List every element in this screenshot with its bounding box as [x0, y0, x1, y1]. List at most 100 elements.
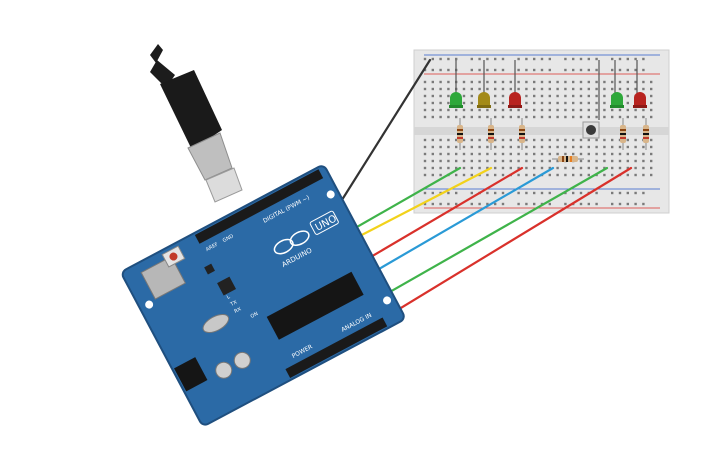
terminal-hole[interactable] — [533, 87, 536, 91]
terminal-hole[interactable] — [595, 159, 598, 163]
terminal-hole[interactable] — [462, 138, 466, 142]
terminal-hole[interactable] — [447, 145, 450, 149]
terminal-hole[interactable] — [439, 94, 442, 98]
terminal-hole[interactable] — [494, 87, 497, 91]
terminal-hole[interactable] — [540, 138, 544, 142]
rail-hole[interactable] — [439, 68, 442, 72]
terminal-hole[interactable] — [455, 108, 458, 112]
terminal-hole[interactable] — [548, 115, 551, 119]
terminal-hole[interactable] — [548, 87, 551, 91]
terminal-hole[interactable] — [509, 159, 512, 163]
terminal-hole[interactable] — [501, 94, 505, 98]
terminal-hole[interactable] — [540, 87, 544, 91]
terminal-hole[interactable] — [603, 94, 606, 98]
terminal-hole[interactable] — [533, 101, 536, 105]
terminal-hole[interactable] — [533, 159, 536, 163]
terminal-hole[interactable] — [431, 159, 434, 163]
terminal-hole[interactable] — [650, 101, 653, 105]
rail-hole[interactable] — [478, 202, 481, 206]
rail-hole[interactable] — [626, 191, 629, 195]
terminal-hole[interactable] — [642, 145, 645, 149]
terminal-hole[interactable] — [447, 115, 450, 119]
terminal-hole[interactable] — [548, 166, 551, 170]
terminal-hole[interactable] — [611, 80, 614, 84]
rail-hole[interactable] — [611, 57, 614, 61]
terminal-hole[interactable] — [439, 173, 442, 177]
terminal-hole[interactable] — [556, 145, 559, 149]
rail-hole[interactable] — [595, 191, 598, 195]
rail-hole[interactable] — [455, 57, 458, 61]
terminal-hole[interactable] — [462, 145, 466, 149]
terminal-hole[interactable] — [509, 152, 512, 156]
terminal-hole[interactable] — [494, 152, 497, 156]
terminal-hole[interactable] — [501, 80, 505, 84]
terminal-hole[interactable] — [618, 145, 622, 149]
terminal-hole[interactable] — [626, 166, 629, 170]
terminal-hole[interactable] — [572, 115, 575, 119]
terminal-hole[interactable] — [439, 87, 442, 91]
terminal-hole[interactable] — [650, 94, 653, 98]
terminal-hole[interactable] — [603, 145, 606, 149]
terminal-hole[interactable] — [478, 108, 481, 112]
terminal-hole[interactable] — [455, 152, 458, 156]
terminal-hole[interactable] — [423, 166, 427, 170]
terminal-hole[interactable] — [470, 94, 473, 98]
rail-hole[interactable] — [517, 202, 520, 206]
rail-hole[interactable] — [642, 202, 645, 206]
rail-hole[interactable] — [595, 68, 598, 72]
rail-hole[interactable] — [572, 191, 575, 195]
terminal-hole[interactable] — [478, 166, 481, 170]
arduino-uno-board[interactable]: ARDUINO UNO DIGITAL (PWM ~) AREF GND POW… — [121, 164, 406, 426]
terminal-hole[interactable] — [650, 173, 653, 177]
terminal-hole[interactable] — [564, 173, 567, 177]
rail-hole[interactable] — [634, 57, 637, 61]
wire-red-2[interactable] — [361, 166, 633, 333]
terminal-hole[interactable] — [642, 152, 645, 156]
terminal-hole[interactable] — [447, 94, 450, 98]
terminal-hole[interactable] — [540, 159, 544, 163]
terminal-hole[interactable] — [447, 166, 450, 170]
terminal-hole[interactable] — [603, 152, 606, 156]
terminal-hole[interactable] — [439, 115, 442, 119]
terminal-hole[interactable] — [564, 152, 567, 156]
terminal-hole[interactable] — [447, 101, 450, 105]
rail-hole[interactable] — [501, 68, 505, 72]
terminal-hole[interactable] — [556, 166, 559, 170]
terminal-hole[interactable] — [642, 115, 645, 119]
rail-hole[interactable] — [533, 68, 536, 72]
rail-hole[interactable] — [494, 202, 497, 206]
rail-hole[interactable] — [447, 57, 450, 61]
terminal-hole[interactable] — [423, 108, 427, 112]
terminal-hole[interactable] — [642, 87, 645, 91]
terminal-hole[interactable] — [439, 145, 442, 149]
terminal-hole[interactable] — [447, 159, 450, 163]
terminal-hole[interactable] — [548, 108, 551, 112]
terminal-hole[interactable] — [447, 80, 450, 84]
terminal-hole[interactable] — [525, 152, 528, 156]
rail-hole[interactable] — [572, 68, 575, 72]
rail-hole[interactable] — [455, 202, 458, 206]
terminal-hole[interactable] — [618, 108, 622, 112]
terminal-hole[interactable] — [478, 115, 481, 119]
terminal-hole[interactable] — [650, 80, 653, 84]
terminal-hole[interactable] — [501, 173, 505, 177]
rail-hole[interactable] — [548, 68, 551, 72]
terminal-hole[interactable] — [587, 94, 590, 98]
terminal-hole[interactable] — [548, 138, 551, 142]
terminal-hole[interactable] — [494, 94, 497, 98]
terminal-hole[interactable] — [634, 108, 637, 112]
rail-hole[interactable] — [486, 57, 489, 61]
rail-hole[interactable] — [470, 202, 473, 206]
terminal-hole[interactable] — [525, 173, 528, 177]
terminal-hole[interactable] — [501, 87, 505, 91]
terminal-hole[interactable] — [579, 101, 583, 105]
terminal-hole[interactable] — [517, 108, 520, 112]
rail-hole[interactable] — [626, 68, 629, 72]
terminal-hole[interactable] — [455, 166, 458, 170]
rail-hole[interactable] — [525, 191, 528, 195]
terminal-hole[interactable] — [587, 166, 590, 170]
resistor-1[interactable] — [457, 118, 463, 150]
terminal-hole[interactable] — [626, 115, 629, 119]
terminal-hole[interactable] — [478, 80, 481, 84]
terminal-hole[interactable] — [556, 94, 559, 98]
